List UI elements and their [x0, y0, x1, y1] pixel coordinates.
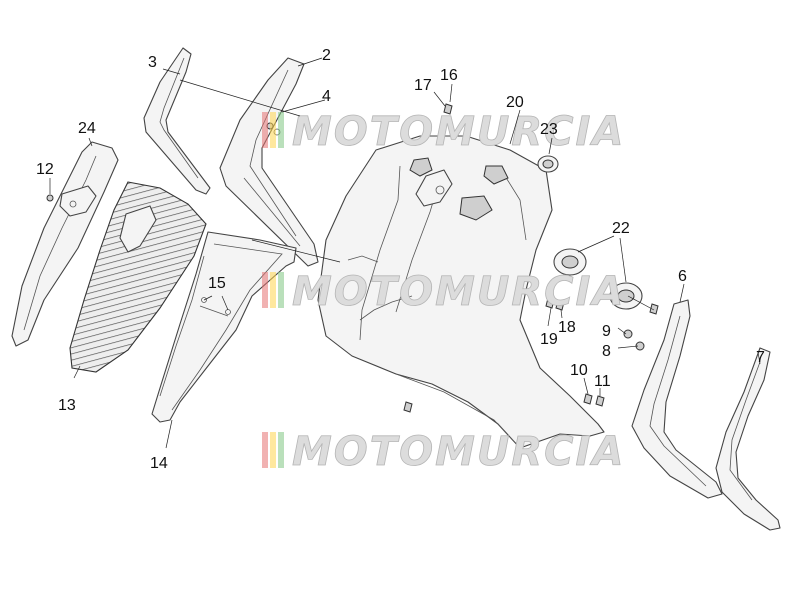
callout-2: 2: [322, 47, 331, 64]
watermark-text: MOTOMURCIA: [292, 429, 625, 475]
callout-15: 15: [208, 275, 226, 292]
callout-3: 3: [148, 54, 157, 71]
part-upper-trim-frame-right: [219, 57, 319, 267]
callout-20: 20: [506, 94, 524, 111]
callout-16: 16: [440, 67, 458, 84]
callout-13: 13: [58, 397, 76, 414]
part-grommet: [537, 155, 559, 173]
watermark-top: MOTOMURCIA: [262, 109, 625, 155]
watermark-text: MOTOMURCIA: [292, 109, 625, 155]
callout-11: 11: [594, 373, 611, 390]
part-front-grille: [69, 181, 207, 373]
part-right-side-cover: [631, 299, 723, 499]
watermark-middle: MOTOMURCIA: [262, 269, 625, 315]
callout-8: 8: [602, 343, 611, 360]
callout-7: 7: [756, 349, 765, 366]
part-right-lower-cover: [715, 347, 781, 531]
callout-6: 6: [678, 268, 687, 285]
callout-4: 4: [322, 88, 331, 105]
part-front-shield: [317, 135, 605, 449]
callout-10: 10: [570, 362, 588, 379]
leader-lines: [49, 57, 761, 449]
callout-24: 24: [78, 120, 96, 137]
callout-23: 23: [540, 121, 558, 138]
watermark-text: MOTOMURCIA: [292, 269, 625, 315]
callout-labels: 3 2 4 24 12 13 15 14 17 16 20 23 22 6 19…: [36, 47, 765, 472]
callout-12: 12: [36, 161, 54, 178]
callout-19: 19: [540, 331, 558, 348]
callout-22: 22: [612, 220, 630, 237]
part-upper-trim-frame: [143, 47, 211, 195]
part-left-side-cover: [11, 141, 119, 347]
callout-14: 14: [150, 455, 168, 472]
part-inner-frame: [151, 231, 297, 423]
part-round-covers: [553, 248, 643, 310]
callout-17: 17: [414, 77, 432, 94]
callout-18: 18: [558, 319, 576, 336]
callout-9: 9: [602, 323, 611, 340]
watermark-bottom: MOTOMURCIA: [262, 429, 625, 475]
